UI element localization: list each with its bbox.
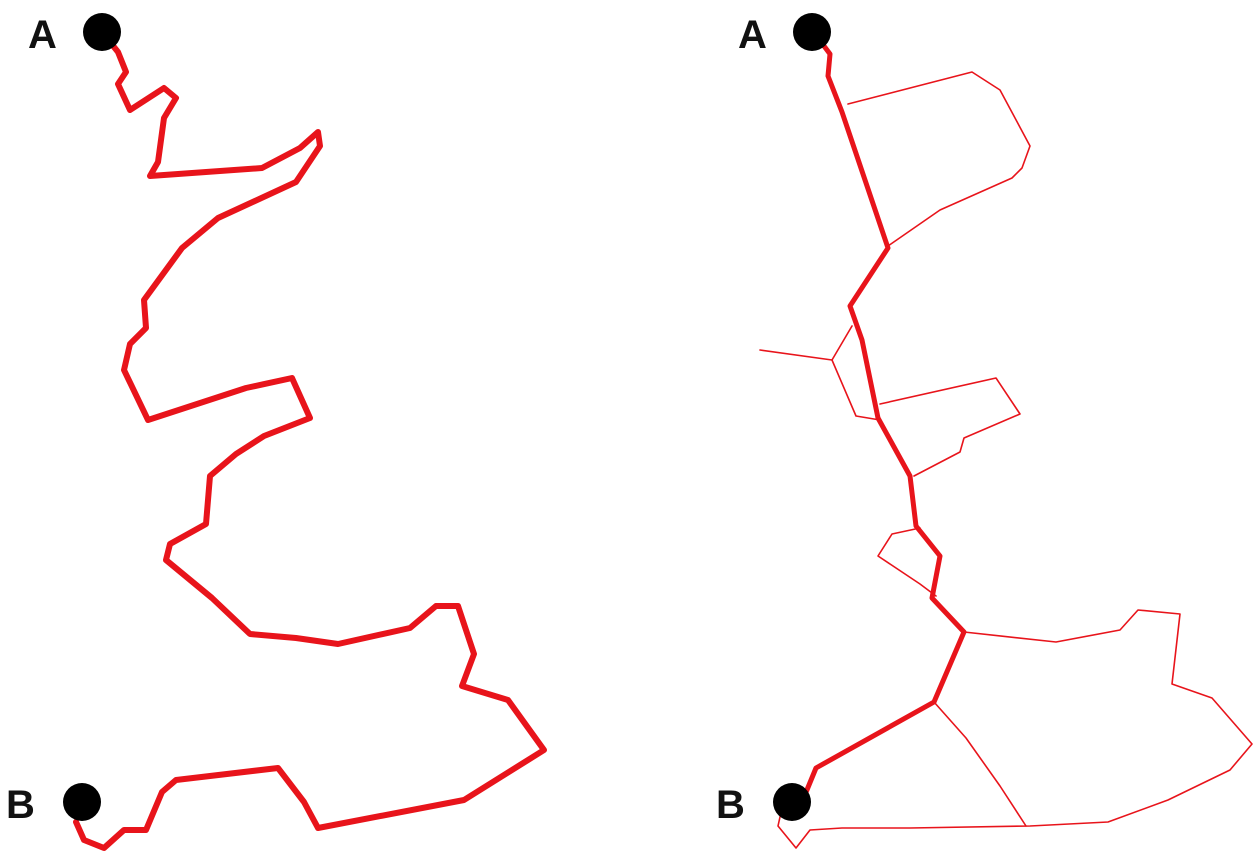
branch-lower-left bbox=[831, 359, 881, 421]
left-node-a bbox=[83, 13, 121, 51]
left-meandering-path bbox=[73, 29, 547, 851]
branch-right-loop bbox=[777, 609, 1253, 849]
right-branches bbox=[759, 71, 1253, 849]
left-node-b bbox=[63, 783, 101, 821]
right-node-a bbox=[793, 13, 831, 51]
branch-small-loop bbox=[877, 527, 937, 597]
right-label-a: A bbox=[738, 13, 767, 57]
right-label-b: B bbox=[716, 783, 745, 827]
branch-upper-loop bbox=[847, 71, 1031, 247]
branch-left-spur bbox=[759, 325, 853, 361]
left-label-b: B bbox=[6, 783, 35, 827]
right-panel: A B bbox=[716, 13, 1253, 849]
right-node-b bbox=[773, 783, 811, 821]
left-panel: A B bbox=[6, 13, 547, 851]
branch-inner-link bbox=[933, 701, 1027, 827]
branch-middle-loop bbox=[879, 377, 1021, 477]
left-label-a: A bbox=[28, 13, 57, 57]
right-main-route bbox=[799, 27, 967, 805]
